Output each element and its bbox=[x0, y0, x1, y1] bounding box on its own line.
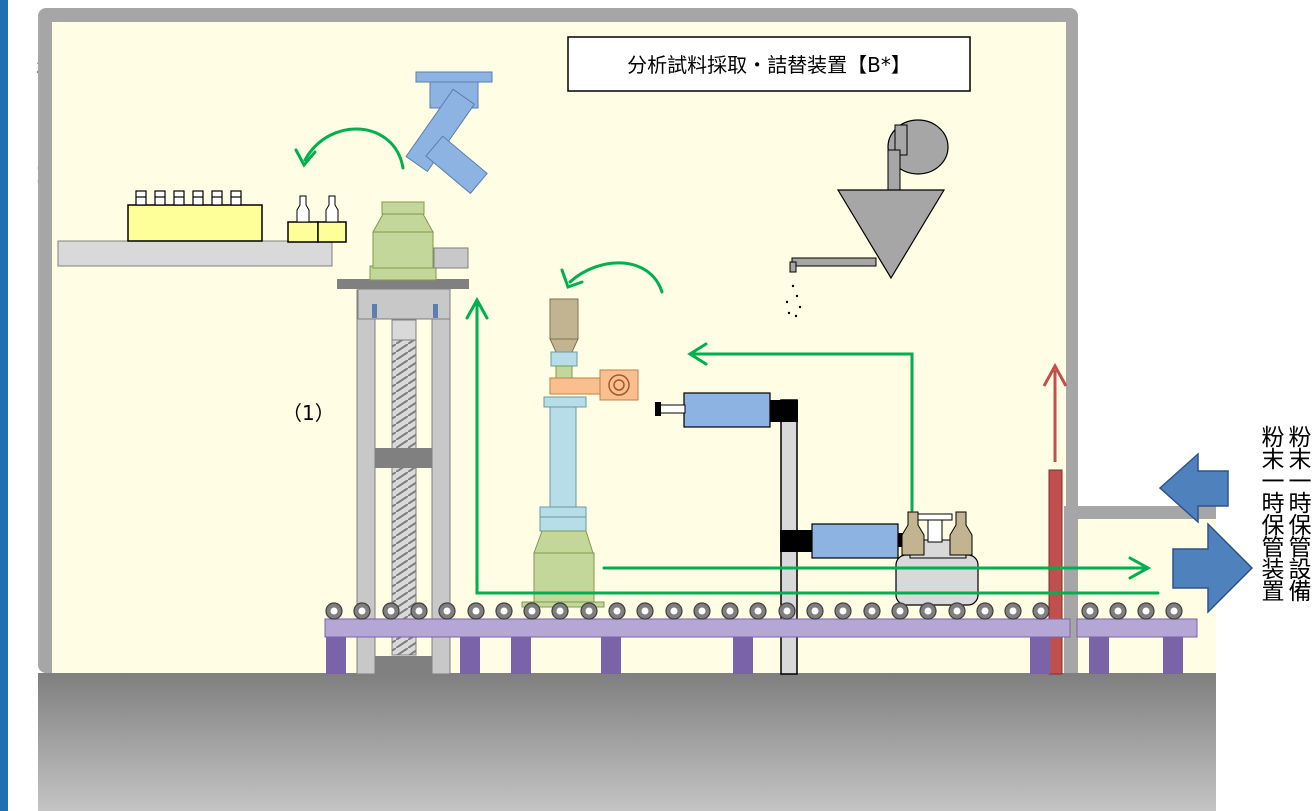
roller-hub bbox=[811, 607, 819, 615]
floor bbox=[38, 673, 1216, 811]
lift-unit bbox=[337, 201, 469, 675]
actuator-post bbox=[655, 392, 910, 675]
roller-hub bbox=[500, 607, 508, 615]
container-cart bbox=[895, 511, 979, 606]
roller-hub bbox=[839, 607, 847, 615]
roller-hub bbox=[953, 607, 961, 615]
roller-hub bbox=[613, 607, 621, 615]
roller-hub bbox=[472, 607, 480, 615]
roller-hub bbox=[556, 607, 564, 615]
roller-hub bbox=[981, 607, 989, 615]
title-box: 分析試料採取・詰替装置【B*】 bbox=[567, 36, 971, 92]
roller-hub bbox=[868, 607, 876, 615]
roller-hub bbox=[358, 607, 366, 615]
label-powder-storage-device: 粉末一時保管装置 bbox=[1257, 425, 1283, 601]
unit-label-1: （1） bbox=[282, 401, 335, 425]
outgoing-arrow bbox=[1172, 522, 1254, 614]
shutter-pole bbox=[1048, 469, 1063, 675]
room bbox=[38, 8, 1216, 673]
roller-hub bbox=[1114, 607, 1122, 615]
flow-arrows bbox=[294, 127, 1160, 595]
roller-hub bbox=[443, 607, 451, 615]
page-margin-bar bbox=[0, 0, 8, 811]
roller-hub bbox=[585, 607, 593, 615]
roller-hub bbox=[387, 607, 395, 615]
roller-hub bbox=[896, 607, 904, 615]
roller-hub bbox=[1086, 607, 1094, 615]
roller-hub bbox=[726, 607, 734, 615]
transfer-arrows bbox=[1158, 452, 1254, 614]
roller-hub bbox=[415, 607, 423, 615]
powder-hopper bbox=[785, 119, 949, 318]
roller-hub bbox=[1009, 607, 1017, 615]
roller-hub bbox=[670, 607, 678, 615]
roller-hub bbox=[330, 607, 338, 615]
roller-hub bbox=[698, 607, 706, 615]
title-text: 分析試料採取・詰替装置【B*】 bbox=[627, 53, 911, 77]
robot-arm bbox=[405, 71, 493, 195]
sampling-column bbox=[521, 298, 639, 608]
roller-conveyor bbox=[324, 602, 1198, 674]
incoming-arrow bbox=[1158, 452, 1229, 524]
roller-hub bbox=[528, 607, 536, 615]
storage-shelf bbox=[57, 190, 347, 267]
shutter-up-arrow bbox=[1042, 362, 1068, 462]
roller-hub bbox=[1170, 607, 1178, 615]
roller-hub bbox=[1037, 607, 1045, 615]
roller-hub bbox=[783, 607, 791, 615]
roller-hub bbox=[1142, 607, 1150, 615]
roller-hub bbox=[754, 607, 762, 615]
roller-hub bbox=[641, 607, 649, 615]
label-powder-storage-facility: 粉末一時保管設備 bbox=[1284, 425, 1310, 601]
roller-hub bbox=[924, 607, 932, 615]
